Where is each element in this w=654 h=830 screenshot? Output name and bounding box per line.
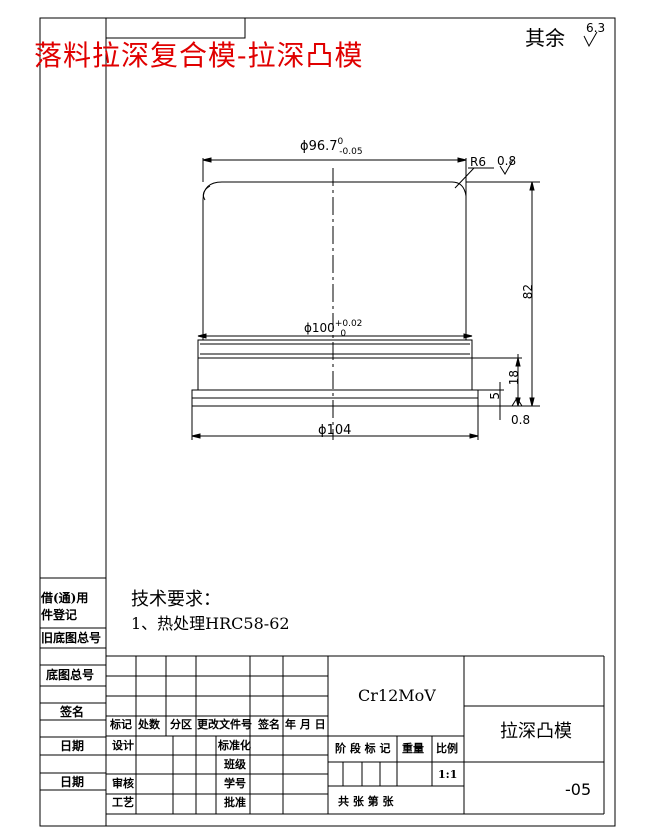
height-total-dim: 82 (521, 284, 535, 300)
tech-requirement-item: 1、热处理HRC58-62 (131, 614, 290, 633)
side-label-old-base: 旧底图总号 (41, 631, 102, 645)
material-text: Cr12MoV (358, 686, 436, 705)
top-diameter-lower: -0.05 (339, 147, 363, 157)
side-label-base-no: 底图总号 (46, 668, 95, 682)
label-design: 设计 (112, 739, 134, 752)
header-zone: 分区 (170, 718, 192, 731)
side-label-date-1: 日期 (60, 739, 85, 753)
title-block-lines (106, 655, 605, 815)
top-left-box (105, 17, 246, 39)
stage-mark-header: 阶 段 标 记 (335, 742, 391, 755)
tech-requirements-heading: 技术要求： (131, 589, 221, 610)
header-signature: 签名 (258, 718, 280, 731)
label-class: 班级 (224, 758, 246, 771)
label-approve: 批准 (224, 796, 246, 809)
height-18-dim: 18 (507, 370, 521, 386)
top-roughness-value: 0.8 (497, 154, 517, 168)
mid-diameter-dim: ϕ100+0.020 (304, 320, 362, 339)
label-student-no: 学号 (224, 777, 246, 790)
header-date: 年 月 日 (285, 718, 326, 731)
label-standardize: 标准化 (218, 739, 251, 752)
inner-frame (105, 17, 616, 827)
header-count: 处数 (138, 718, 160, 731)
side-label-borrow: 借(通)用 (41, 591, 89, 605)
part-name-text: 拉深凸模 (500, 721, 572, 742)
drawing-number-text: -05 (565, 780, 592, 799)
label-process: 工艺 (112, 796, 134, 809)
scale-value: 1:1 (438, 768, 458, 781)
roughness-default-value: 6.3 (586, 21, 606, 35)
mid-diameter-upper: +0.02 (334, 319, 363, 329)
side-label-grid (40, 577, 106, 791)
top-diameter-value: ϕ96.7 (300, 139, 338, 154)
sheet-info: 共 张 第 张 (338, 795, 394, 808)
header-change-doc: 更改文件号 (197, 718, 252, 731)
drawing-title: 落料拉深复合模-拉深凸模 (34, 39, 364, 72)
side-label-sign: 签名 (60, 705, 85, 719)
part-drawing (191, 31, 598, 440)
top-diameter-dim: ϕ96.70-0.05 (300, 137, 363, 157)
weight-header: 重量 (402, 742, 424, 755)
height-5-dim: 5 (488, 392, 502, 400)
scale-header: 比例 (436, 742, 458, 755)
side-label-date-2: 日期 (60, 775, 85, 789)
roughness-note: 其余 (525, 26, 565, 50)
top-diameter-upper: 0 (337, 137, 344, 147)
fillet-radius-dim: R6 (470, 155, 486, 169)
side-label-register: 件登记 (41, 608, 78, 622)
mid-diameter-value: ϕ100 (304, 321, 335, 335)
label-review: 审核 (112, 777, 134, 790)
mid-diameter-lower: 0 (340, 329, 347, 339)
header-mark: 标记 (110, 718, 132, 731)
base-diameter-dim: ϕ104 (318, 423, 352, 438)
base-roughness-value: 0.8 (511, 413, 531, 427)
